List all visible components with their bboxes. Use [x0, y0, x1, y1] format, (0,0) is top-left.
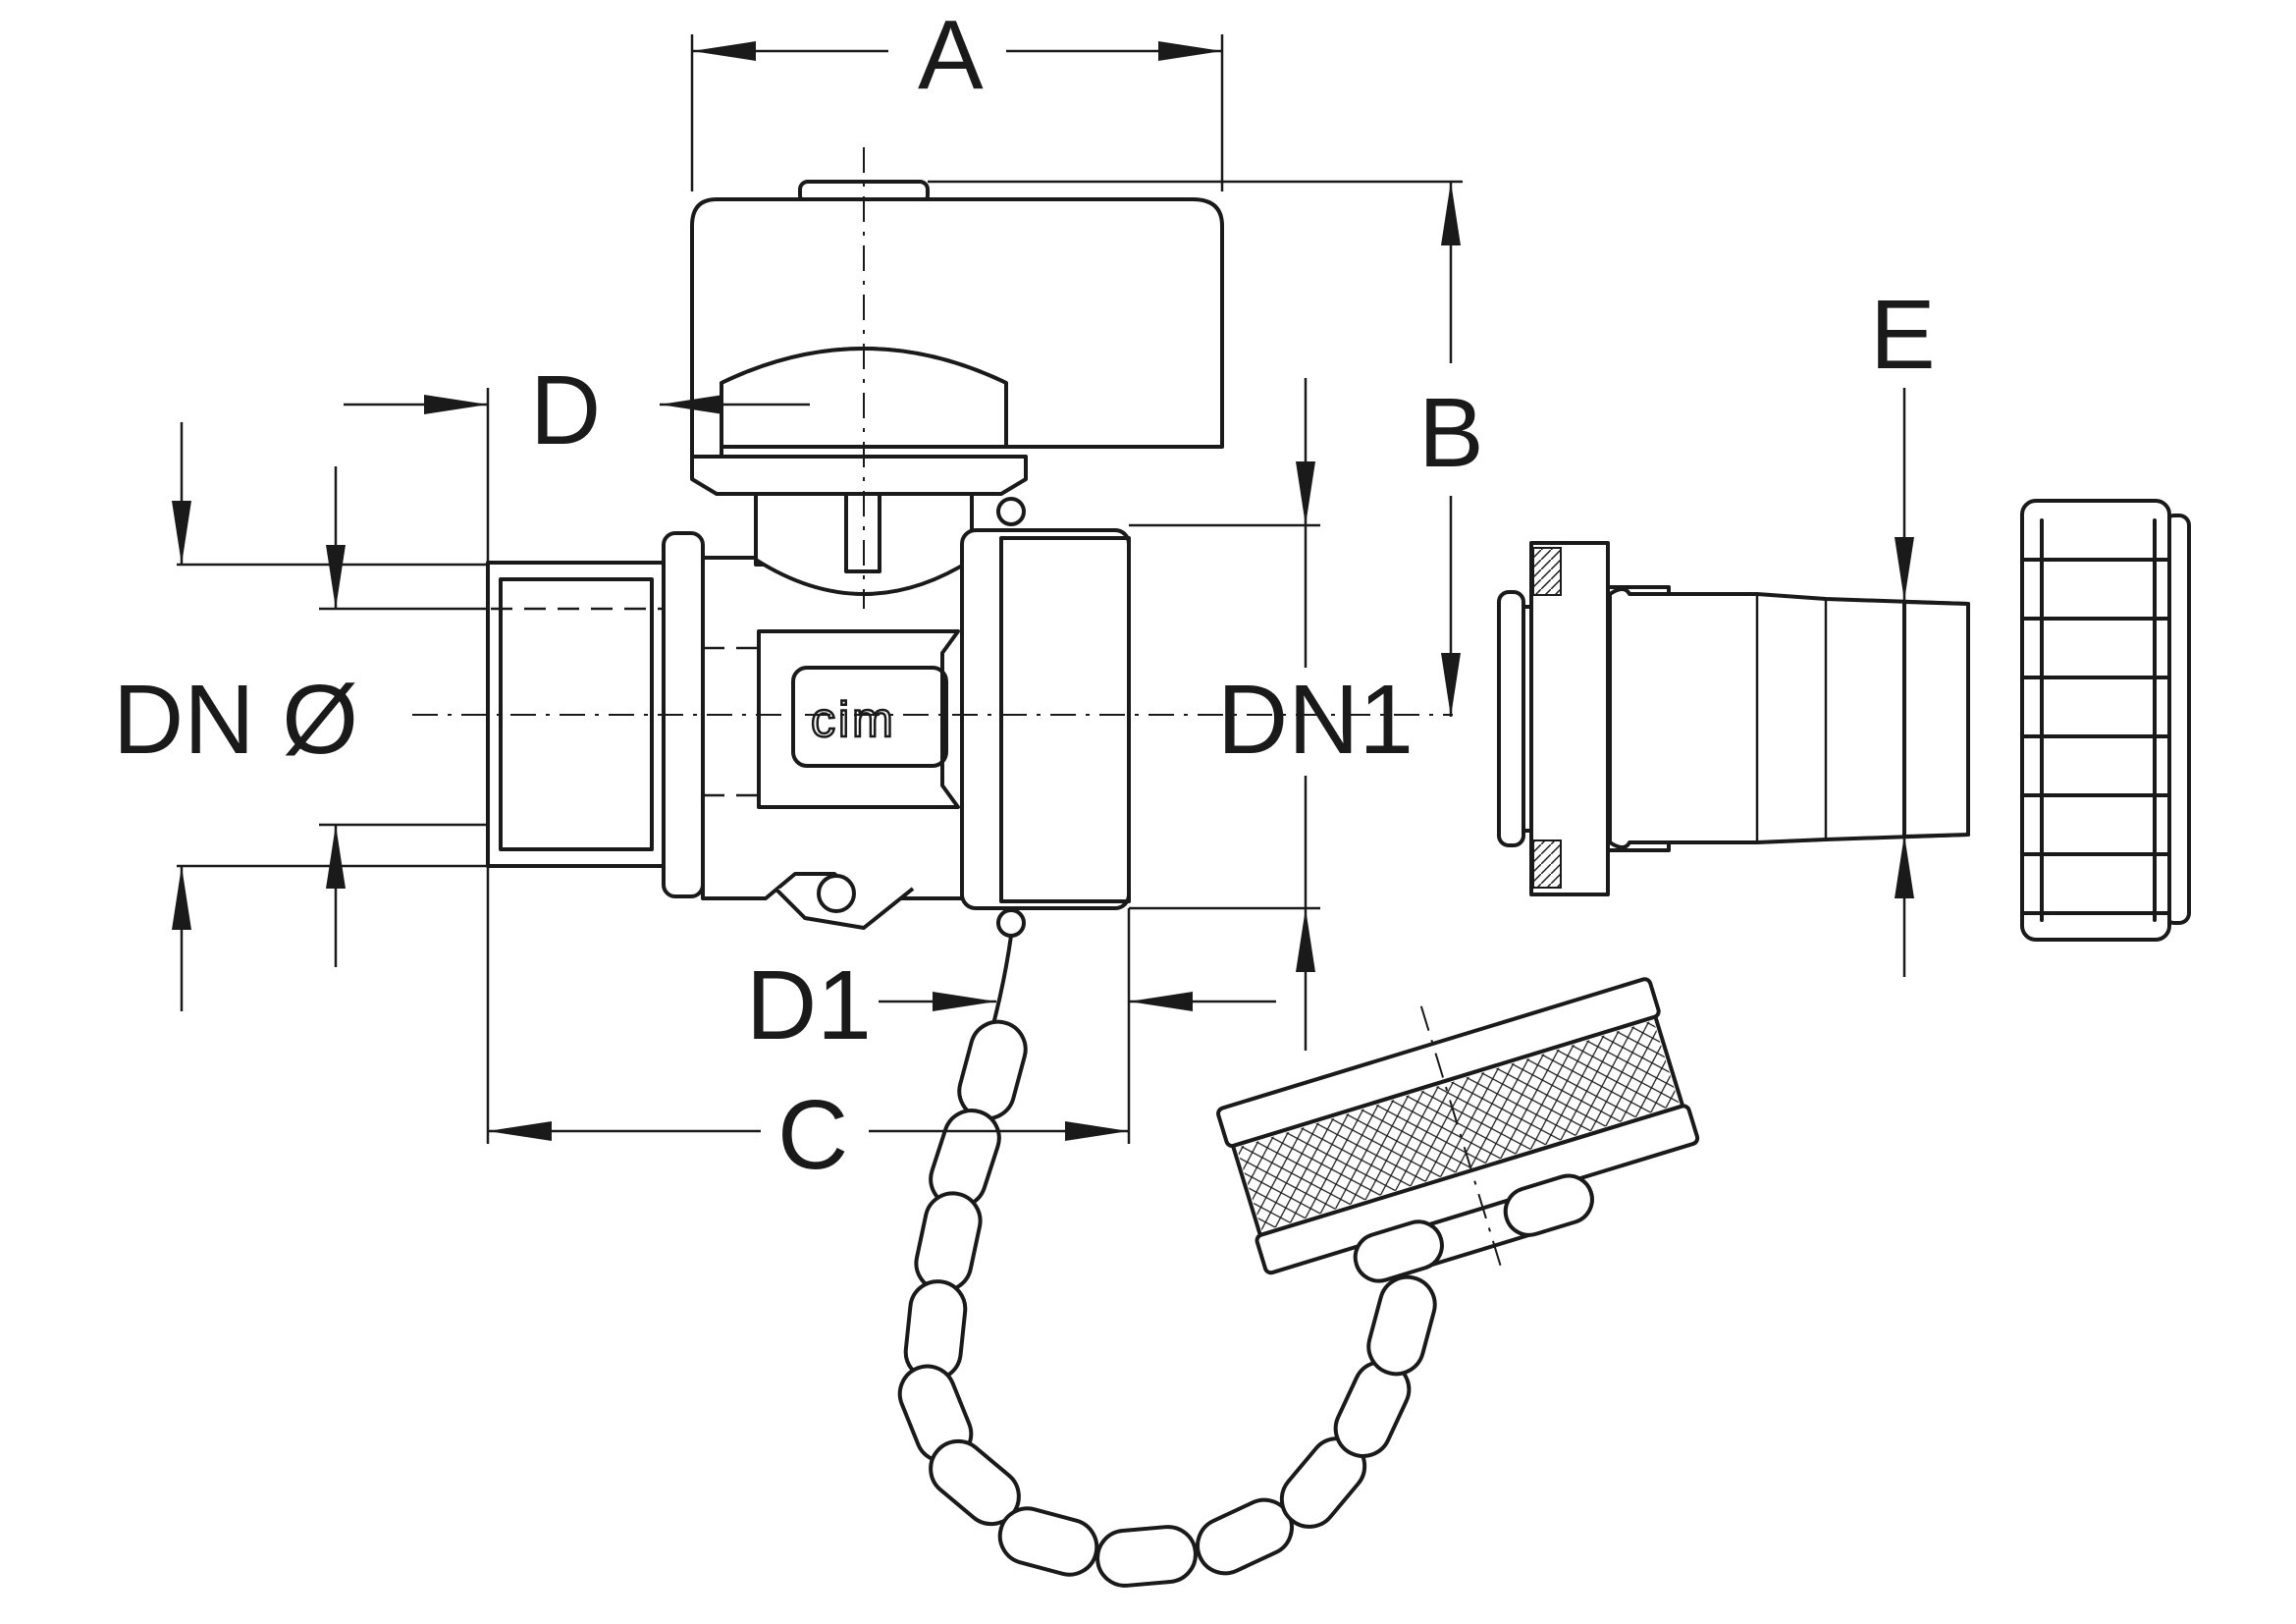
dim-label-c: C — [777, 1080, 848, 1190]
dim-label-b: B — [1418, 378, 1484, 488]
nut-body — [2020, 499, 2171, 942]
chain-ring-top — [996, 497, 1026, 526]
lever-handle — [690, 147, 1224, 609]
dim-label-a: A — [918, 0, 984, 110]
chain — [897, 934, 1437, 1588]
female-socket — [960, 528, 1131, 910]
dust-cap — [1216, 977, 1700, 1283]
adapter-flange — [1529, 541, 1610, 896]
chain-ring-bottom — [996, 908, 1026, 938]
dim-label-d1: D1 — [746, 950, 872, 1060]
hose-tail-adapter — [1497, 541, 1970, 896]
dim-label-e: E — [1870, 280, 1936, 390]
dim-label-d: D — [530, 355, 601, 465]
dim-label-dn1: DN1 — [1217, 665, 1414, 775]
knurled-nut — [2020, 499, 2191, 942]
adapter-gasket — [1497, 590, 1525, 847]
dim-label-dn: DN Ø — [113, 665, 358, 775]
handle-base — [690, 455, 1028, 496]
dimension-lines — [172, 34, 1914, 1144]
brand-logo: cim — [811, 692, 896, 747]
brand-plate — [757, 629, 960, 809]
